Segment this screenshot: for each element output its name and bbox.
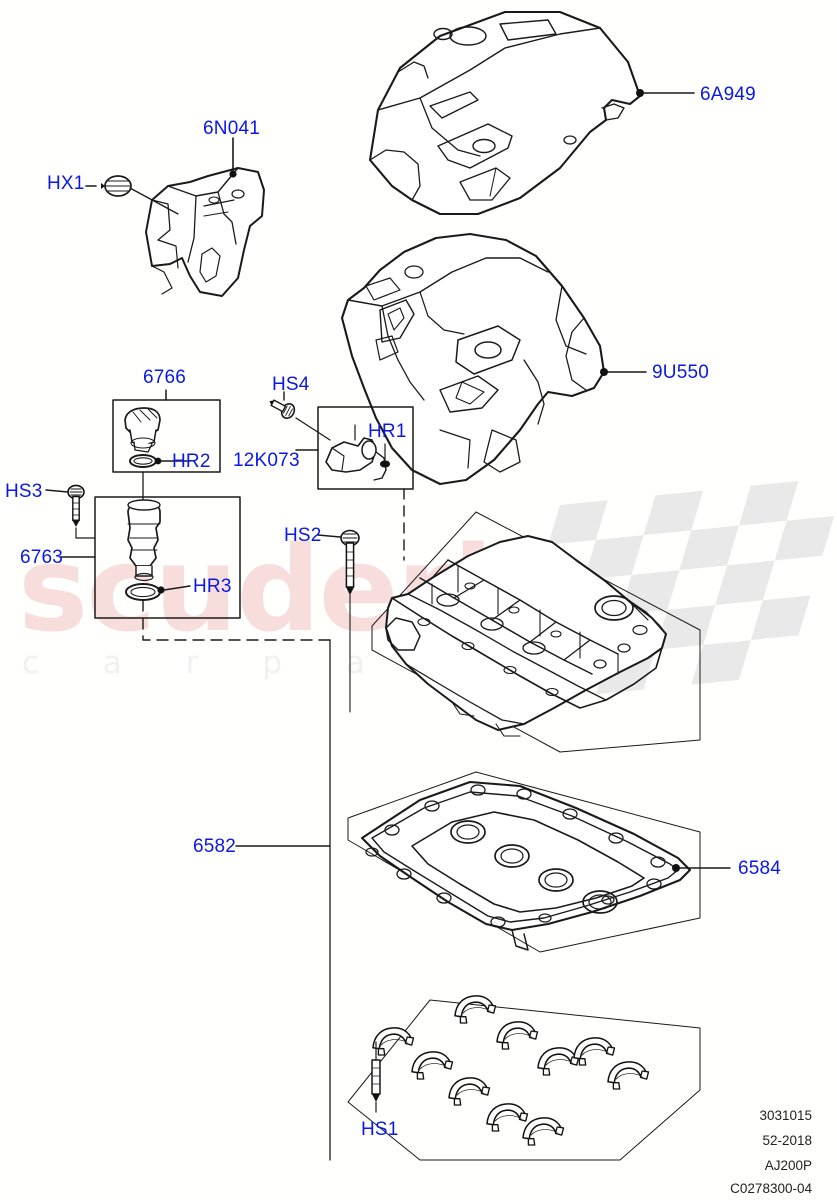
label-9u550[interactable]: 9U550 xyxy=(652,362,709,383)
footer-drawing-number: 3031015 xyxy=(759,1108,812,1123)
label-hx1[interactable]: HX1 xyxy=(47,173,85,194)
part-cam-caps-group xyxy=(347,995,701,1161)
part-6582-shape xyxy=(235,511,701,1161)
footer-diagram-id: C0278300-04 xyxy=(730,1181,812,1196)
footer-engine-code: AJ200P xyxy=(764,1158,812,1173)
label-hs2[interactable]: HS2 xyxy=(284,525,322,546)
label-hr2[interactable]: HR2 xyxy=(172,451,211,472)
label-hr3[interactable]: HR3 xyxy=(193,576,232,597)
part-6n041-shape xyxy=(85,137,265,297)
part-hs2-group xyxy=(317,529,360,713)
footer-revision-date: 52-2018 xyxy=(762,1133,812,1148)
part-6a949-shape xyxy=(368,10,695,216)
part-12k073-group xyxy=(269,391,414,561)
label-hs3[interactable]: HS3 xyxy=(5,481,43,502)
label-6763[interactable]: 6763 xyxy=(20,547,64,568)
part-6763-group xyxy=(45,471,331,641)
label-6582[interactable]: 6582 xyxy=(193,836,237,857)
label-hs1[interactable]: HS1 xyxy=(361,1119,399,1140)
part-6584-shape xyxy=(347,771,731,953)
label-6584[interactable]: 6584 xyxy=(738,858,782,879)
label-hs4[interactable]: HS4 xyxy=(272,374,310,395)
label-hr1[interactable]: HR1 xyxy=(368,421,407,442)
part-6766-group xyxy=(112,389,221,473)
label-6766[interactable]: 6766 xyxy=(143,367,187,388)
part-9u550-shape xyxy=(340,232,647,486)
label-12k073[interactable]: 12K073 xyxy=(233,450,300,471)
label-6n041[interactable]: 6N041 xyxy=(203,118,260,139)
label-6a949[interactable]: 6A949 xyxy=(700,84,756,105)
